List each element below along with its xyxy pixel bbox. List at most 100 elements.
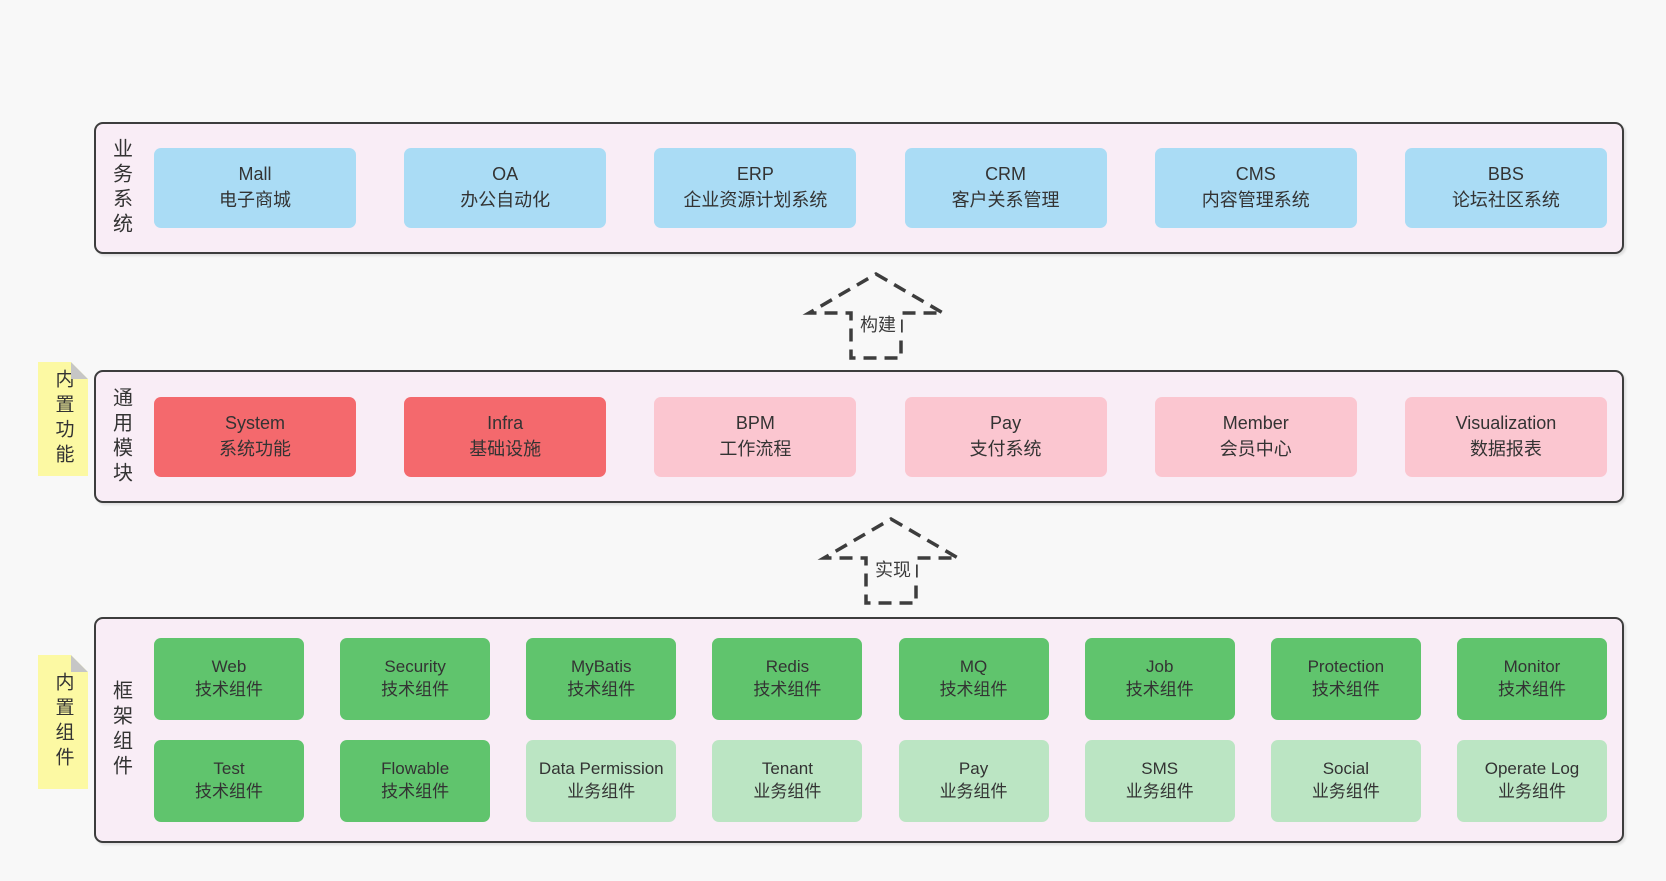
box-operate-log: Operate Log 业务组件 [1456,740,1607,822]
box-subtitle: 业务组件 [1125,782,1194,801]
box-title: Job [1145,657,1174,677]
box-test: Test 技术组件 [154,740,304,822]
layer-label-common-modules: 通用模块 [109,386,132,487]
box-subtitle: 数据报表 [1469,438,1542,459]
box-subtitle: 系统功能 [219,438,291,459]
box-title: Pay [990,412,1022,433]
box-data-permission: Data Permission 业务组件 [526,740,677,822]
box-title: BPM [735,412,775,433]
box-title: Social [1322,759,1369,779]
box-sms: SMS 业务组件 [1084,740,1235,822]
box-title: Redis [765,657,810,677]
box-subtitle: 技术组件 [195,680,263,699]
box-title: Test [213,759,245,779]
box-title: Flowable [381,759,450,779]
box-member: Member 会员中心 [1154,396,1357,477]
box-job: Job 技术组件 [1084,638,1235,720]
box-title: Member [1222,412,1289,433]
note-text: 内置组件 [52,672,74,772]
box-title: MQ [959,657,988,677]
box-subtitle: 支付系统 [969,438,1042,459]
box-title: CMS [1235,164,1276,185]
layer-framework-components: 框架组件 Web 技术组件 Security 技术组件 MyBatis 技术组件… [94,617,1624,843]
box-monitor: Monitor 技术组件 [1456,638,1607,720]
box-mall: Mall 电子商城 [154,148,356,228]
box-subtitle: 技术组件 [381,782,450,801]
box-subtitle: 技术组件 [195,782,263,801]
box-subtitle: 技术组件 [381,680,450,699]
box-tenant: Tenant 业务组件 [712,740,863,822]
box-title: Operate Log [1484,759,1580,779]
box-subtitle: 技术组件 [753,680,822,699]
box-subtitle: 业务组件 [567,782,636,801]
box-subtitle: 技术组件 [939,680,1008,699]
box-title: Mall [238,164,272,185]
folded-corner-icon [71,362,88,379]
box-subtitle: 企业资源计划系统 [683,190,828,210]
box-crm: CRM 客户关系管理 [904,148,1107,228]
box-subtitle: 办公自动化 [460,190,551,210]
box-flowable: Flowable 技术组件 [340,740,491,822]
box-security: Security 技术组件 [340,638,491,720]
box-title: Visualization [1455,412,1557,433]
box-redis: Redis 技术组件 [712,638,863,720]
box-title: CRM [985,164,1027,185]
box-web: Web 技术组件 [154,638,304,720]
business-systems-row: Mall 电子商城 OA 办公自动化 ERP 企业资源计划系统 CRM 客户关系… [146,124,1622,252]
box-visualization: Visualization 数据报表 [1404,396,1607,477]
box-subtitle: 电子商城 [219,190,291,210]
box-title: Monitor [1503,657,1561,677]
box-title: Protection [1307,657,1385,677]
box-subtitle: 论坛社区系统 [1451,190,1560,210]
box-title: Infra [487,412,524,433]
layer-common-modules: 通用模块 System 系统功能 Infra 基础设施 BPM 工作流程 Pay… [94,370,1624,503]
box-subtitle: 内容管理系统 [1201,190,1310,210]
arrow-up-build-icon [802,271,950,360]
box-title: ERP [736,164,774,185]
box-subtitle: 客户关系管理 [951,190,1060,210]
layer-label-framework-components: 框架组件 [109,680,132,780]
box-subtitle: 工作流程 [719,438,792,459]
layer-label-business-systems: 业务系统 [109,138,132,238]
box-title: SMS [1141,759,1179,779]
box-title: System [224,412,285,433]
box-title: Web [211,657,247,677]
box-subtitle: 业务组件 [939,782,1008,801]
box-protection: Protection 技术组件 [1270,638,1421,720]
folded-corner-icon [71,655,88,672]
box-subtitle: 技术组件 [1497,680,1566,699]
box-title: Tenant [761,759,813,779]
box-system: System 系统功能 [154,396,356,477]
box-subtitle: 业务组件 [753,782,822,801]
layer-business-systems: 业务系统 Mall 电子商城 OA 办公自动化 ERP 企业资源计划系统 CRM… [94,122,1624,254]
box-bpm: BPM 工作流程 [654,396,857,477]
note-built-in-features: 内置功能 [38,362,88,476]
arrow-implement-label: 实现 [870,555,916,583]
box-subtitle: 技术组件 [567,680,636,699]
arrow-up-implement-icon [817,516,965,605]
box-erp: ERP 企业资源计划系统 [654,148,857,228]
box-mq: MQ 技术组件 [898,638,1049,720]
arrow-build-label: 构建 [855,310,901,338]
box-mybatis: MyBatis 技术组件 [526,638,677,720]
box-subtitle: 业务组件 [1311,782,1380,801]
note-built-in-components: 内置组件 [38,655,88,789]
box-cms: CMS 内容管理系统 [1154,148,1357,228]
framework-row-2: Test 技术组件 Flowable 技术组件 Data Permission … [154,740,1607,822]
box-oa: OA 办公自动化 [404,148,607,228]
note-text: 内置功能 [52,369,74,469]
box-bbs: BBS 论坛社区系统 [1404,148,1607,228]
box-pay-module: Pay 支付系统 [904,396,1107,477]
box-social: Social 业务组件 [1270,740,1421,822]
box-subtitle: 基础设施 [469,438,542,459]
box-subtitle: 技术组件 [1311,680,1380,699]
box-pay-component: Pay 业务组件 [898,740,1049,822]
box-title: OA [492,164,519,185]
common-modules-row: System 系统功能 Infra 基础设施 BPM 工作流程 Pay 支付系统… [146,372,1622,501]
box-subtitle: 会员中心 [1219,438,1292,459]
framework-row-1: Web 技术组件 Security 技术组件 MyBatis 技术组件 Redi… [154,638,1607,720]
box-infra: Infra 基础设施 [404,396,607,477]
framework-components-rows: Web 技术组件 Security 技术组件 MyBatis 技术组件 Redi… [146,619,1622,841]
box-subtitle: 技术组件 [1125,680,1194,699]
box-title: Security [384,657,446,677]
